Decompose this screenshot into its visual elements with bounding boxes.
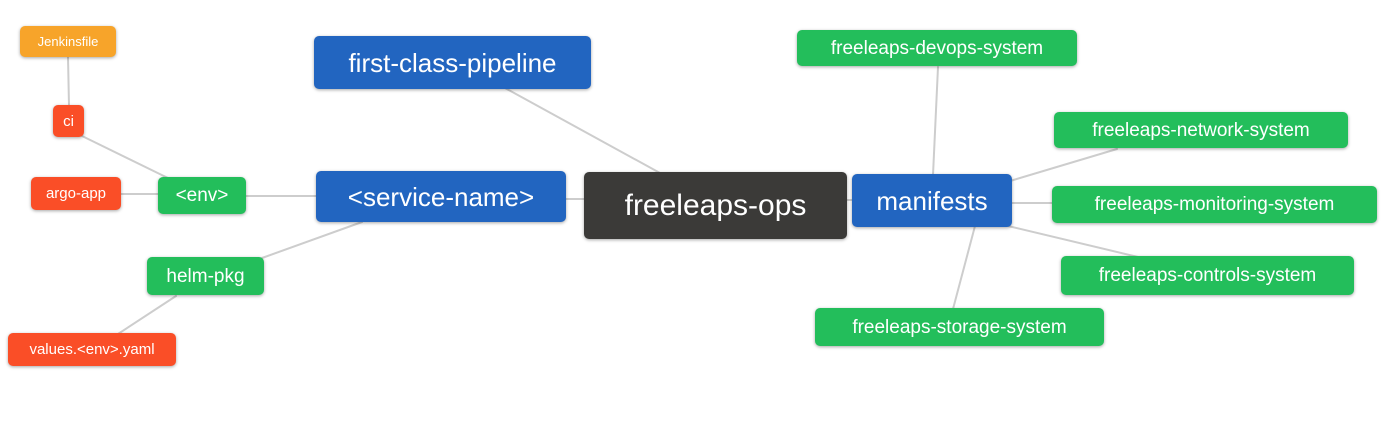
edge-manifests-freeleaps-storage-system bbox=[952, 225, 976, 310]
edge-ci-env bbox=[79, 134, 173, 181]
edge-values-env-yaml-helm-pkg bbox=[117, 295, 177, 335]
node-manifests[interactable]: manifests bbox=[852, 174, 1012, 227]
node-jenkinsfile[interactable]: Jenkinsfile bbox=[20, 26, 116, 57]
edge-helm-pkg-service-name bbox=[261, 221, 363, 259]
node-freeleaps-ops[interactable]: freeleaps-ops bbox=[584, 172, 847, 239]
node-freeleaps-network-system[interactable]: freeleaps-network-system bbox=[1054, 112, 1348, 148]
edge-manifests-freeleaps-controls-system bbox=[1007, 225, 1139, 258]
node-ci[interactable]: ci bbox=[53, 105, 84, 137]
node-env[interactable]: <env> bbox=[158, 177, 246, 214]
node-service-name[interactable]: <service-name> bbox=[316, 171, 566, 222]
edge-manifests-freeleaps-network-system bbox=[1009, 148, 1118, 182]
node-argo-app[interactable]: argo-app bbox=[31, 177, 121, 210]
node-freeleaps-storage-system[interactable]: freeleaps-storage-system bbox=[815, 308, 1104, 346]
edge-first-class-pipeline-freeleaps-ops bbox=[504, 87, 661, 174]
node-freeleaps-monitoring-system[interactable]: freeleaps-monitoring-system bbox=[1052, 186, 1377, 223]
edge-jenkinsfile-ci bbox=[67, 56, 70, 107]
node-freeleaps-devops-system[interactable]: freeleaps-devops-system bbox=[797, 30, 1077, 66]
node-values-env-yaml[interactable]: values.<env>.yaml bbox=[8, 333, 176, 366]
node-helm-pkg[interactable]: helm-pkg bbox=[147, 257, 264, 295]
edge-manifests-freeleaps-devops-system bbox=[932, 66, 939, 176]
node-freeleaps-controls-system[interactable]: freeleaps-controls-system bbox=[1061, 256, 1354, 295]
node-first-class-pipeline[interactable]: first-class-pipeline bbox=[314, 36, 591, 89]
